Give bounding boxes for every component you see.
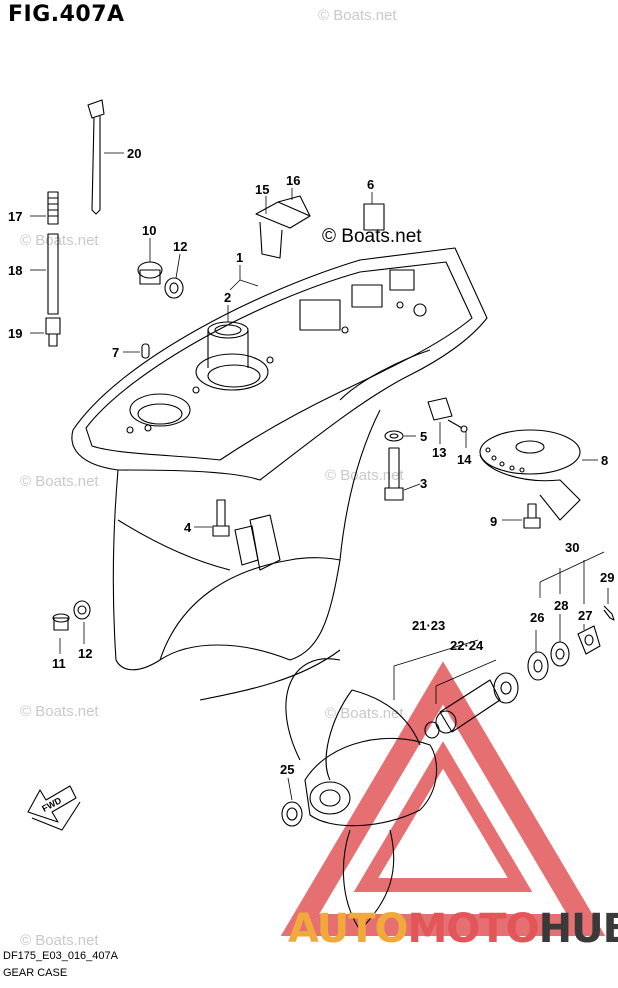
propeller xyxy=(285,658,438,931)
part-3-bolt xyxy=(384,447,404,501)
watermark: © Boats.net xyxy=(325,467,404,484)
figure-title: FIG.407A xyxy=(8,2,125,27)
callout-17: 17 xyxy=(8,209,22,224)
part-4-bolt xyxy=(212,499,230,537)
part-10-plug xyxy=(137,261,163,285)
part-17-bolt xyxy=(47,191,59,225)
callout-27: 27 xyxy=(578,608,592,623)
part-14-screw xyxy=(447,419,468,433)
part-9-bolt xyxy=(523,503,541,529)
callout-13: 13 xyxy=(432,445,446,460)
callout-16: 16 xyxy=(286,173,300,188)
callout-5: 5 xyxy=(420,429,427,444)
part-7-pin xyxy=(141,343,150,359)
callout-12-lower: 12 xyxy=(78,646,92,661)
callout-6: 6 xyxy=(367,177,374,192)
callout-28: 28 xyxy=(554,598,568,613)
part-15-16-clip xyxy=(255,195,311,259)
leader-lines xyxy=(30,152,609,801)
part-25-thrust-washer xyxy=(281,801,303,827)
brand-logo-text: AUTOMOTOHUB xyxy=(288,906,618,952)
part-8-trim-tab xyxy=(479,429,581,521)
part-26-washer xyxy=(527,651,549,681)
watermark: © Boats.net xyxy=(20,473,99,490)
callout-1: 1 xyxy=(236,250,243,265)
callout-19: 19 xyxy=(8,326,22,341)
part-27-nut xyxy=(577,625,601,655)
figure-caption: GEAR CASE xyxy=(3,967,68,979)
part-12-lower-washer xyxy=(73,600,91,620)
part-6-anode xyxy=(363,203,385,231)
callout-2: 2 xyxy=(224,290,231,305)
callout-22-24: 22·24 xyxy=(450,638,484,653)
part-20-cable-tie xyxy=(87,99,105,215)
callout-29: 29 xyxy=(600,570,614,585)
callout-3: 3 xyxy=(420,476,427,491)
callout-26: 26 xyxy=(530,610,544,625)
part-12-washer xyxy=(164,277,184,299)
callout-8: 8 xyxy=(601,453,608,468)
callout-12: 12 xyxy=(173,239,187,254)
callout-21-23: 21·23 xyxy=(412,618,445,633)
copyright-text: © Boats.net xyxy=(322,226,422,247)
watermark: © Boats.net xyxy=(318,7,397,24)
watermark: © Boats.net xyxy=(20,232,99,249)
part-22-24-bushing xyxy=(424,672,519,739)
callout-11: 11 xyxy=(52,656,66,671)
part-29-cotter-pin xyxy=(603,605,615,621)
watermarks: © Boats.net © Boats.net © Boats.net © Bo… xyxy=(20,7,404,949)
part-11-plug xyxy=(52,613,70,631)
part-18-shaft xyxy=(47,233,59,315)
figure-code: DF175_E03_016_407A xyxy=(3,950,118,962)
fwd-arrow-icon xyxy=(27,785,81,831)
callout-25: 25 xyxy=(280,762,294,777)
callout-9: 9 xyxy=(490,514,497,529)
callout-10: 10 xyxy=(142,223,156,238)
callout-labels: 20 17 15 16 6 10 12 18 1 2 19 7 5 13 14 … xyxy=(8,146,614,777)
brand-part-3: HUB xyxy=(538,906,618,952)
brand-part-2: MOTO xyxy=(407,906,540,952)
gear-case-housing xyxy=(71,247,488,701)
brand-triangle-logo xyxy=(280,661,606,936)
callout-20: 20 xyxy=(127,146,141,161)
brand-part-1: AUTO xyxy=(288,906,408,952)
watermark: © Boats.net xyxy=(20,932,99,949)
callout-15: 15 xyxy=(255,182,269,197)
callout-30: 30 xyxy=(565,540,579,555)
watermark: © Boats.net xyxy=(325,705,404,722)
callout-18: 18 xyxy=(8,263,22,278)
callout-4: 4 xyxy=(184,520,192,535)
part-13-block xyxy=(427,397,453,421)
watermark: © Boats.net xyxy=(20,703,99,720)
callout-14: 14 xyxy=(457,452,472,467)
part-28-washer xyxy=(550,641,570,667)
callout-7: 7 xyxy=(112,345,119,360)
part-19-fitting xyxy=(45,317,61,347)
part-2-bearing-housing xyxy=(207,321,249,368)
part-5-washer xyxy=(384,430,404,442)
